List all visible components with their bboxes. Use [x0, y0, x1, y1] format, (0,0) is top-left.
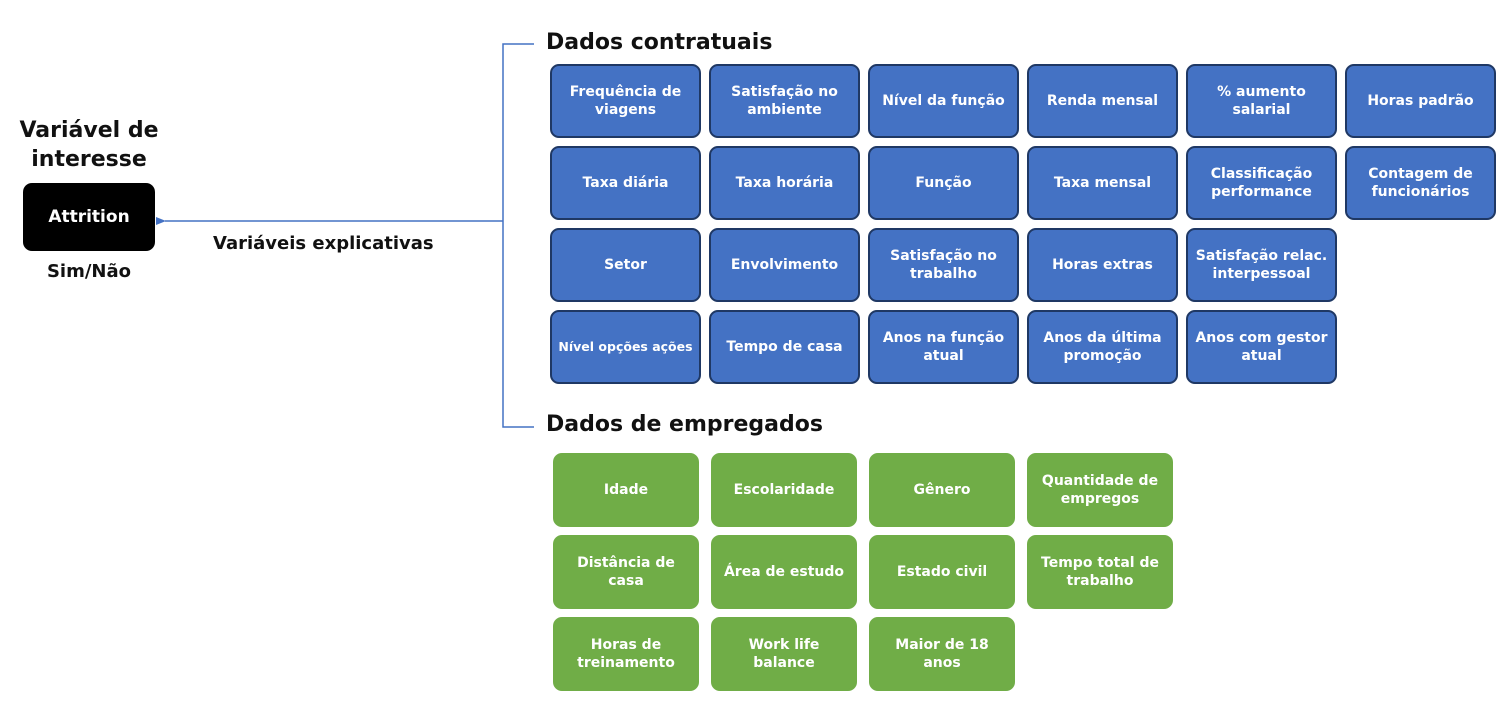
- employee-tile: Horas de treinamento: [553, 617, 699, 691]
- contract-tile: Envolvimento: [709, 228, 860, 302]
- contract-tile: Setor: [550, 228, 701, 302]
- employee-tile-grid: Idade Escolaridade Gênero Quantidade de …: [553, 453, 1173, 691]
- target-attrition-box: Attrition: [23, 183, 155, 251]
- contract-tile: Renda mensal: [1027, 64, 1178, 138]
- contract-tile: Anos com gestor atual: [1186, 310, 1337, 384]
- contract-tile: Horas extras: [1027, 228, 1178, 302]
- contract-tile: Taxa diária: [550, 146, 701, 220]
- contract-tile-grid: Frequência de viagens Satisfação no ambi…: [550, 64, 1496, 384]
- contract-tile: Anos na função atual: [868, 310, 1019, 384]
- target-title-line-1: Variável de: [19, 118, 159, 143]
- contract-tile: Taxa mensal: [1027, 146, 1178, 220]
- contract-tile: Horas padrão: [1345, 64, 1496, 138]
- employee-tile: Quantidade de empregos: [1027, 453, 1173, 527]
- arrow-label: Variáveis explicativas: [213, 233, 434, 254]
- contract-tile: Satisfação no trabalho: [868, 228, 1019, 302]
- contract-tile: Tempo de casa: [709, 310, 860, 384]
- contract-tile: Classificação performance: [1186, 146, 1337, 220]
- employee-tile: Gênero: [869, 453, 1015, 527]
- target-title-line-2: interesse: [31, 147, 147, 172]
- contract-tile: Nível opções ações: [550, 310, 701, 384]
- employee-tile: Distância de casa: [553, 535, 699, 609]
- employee-tile: Work life balance: [711, 617, 857, 691]
- contract-tile: Função: [868, 146, 1019, 220]
- target-subtitle: Sim/Não: [46, 261, 132, 282]
- contract-tile: Nível da função: [868, 64, 1019, 138]
- employee-tile: Área de estudo: [711, 535, 857, 609]
- contract-heading: Dados contratuais: [546, 30, 773, 55]
- contract-tile: Contagem de funcionários: [1345, 146, 1496, 220]
- contract-tile: Satisfação no ambiente: [709, 64, 860, 138]
- contract-tile: Frequência de viagens: [550, 64, 701, 138]
- target-title: Variável de interesse: [0, 116, 178, 174]
- bracket-line: [502, 43, 534, 428]
- grid-spacer: [1345, 228, 1496, 302]
- employee-tile: Tempo total de trabalho: [1027, 535, 1173, 609]
- contract-tile: Satisfação relac. interpessoal: [1186, 228, 1337, 302]
- contract-tile: Anos da última promoção: [1027, 310, 1178, 384]
- employee-tile: Idade: [553, 453, 699, 527]
- contract-tile: % aumento salarial: [1186, 64, 1337, 138]
- employee-tile: Escolaridade: [711, 453, 857, 527]
- employee-tile: Maior de 18 anos: [869, 617, 1015, 691]
- employee-heading: Dados de empregados: [546, 412, 823, 437]
- contract-tile: Taxa horária: [709, 146, 860, 220]
- employee-tile: Estado civil: [869, 535, 1015, 609]
